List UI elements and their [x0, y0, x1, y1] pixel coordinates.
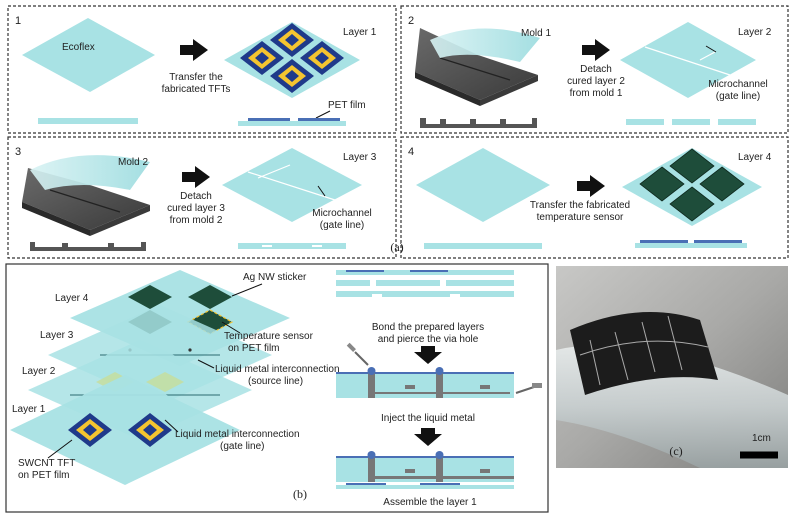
- step3-arrow-text-3: from mold 2: [170, 215, 223, 226]
- tft-label-1: SWCNT TFT: [18, 458, 75, 469]
- step2-arrow-text-1: Detach: [580, 64, 612, 75]
- gate-line-label-2: (gate line): [220, 441, 264, 452]
- stack-layer1: [10, 375, 240, 485]
- layer4-base-sheet: [416, 148, 550, 222]
- step2-layer-label: Layer 2: [738, 27, 772, 38]
- step1-arrow-text-1: Transfer the: [169, 72, 223, 83]
- tft-label-2: on PET film: [18, 470, 70, 481]
- arrow-bond: [414, 346, 442, 364]
- step2-arrow-text-2: cured layer 2: [567, 76, 625, 87]
- arrow-step3: [182, 166, 210, 188]
- caption-a: (a): [390, 240, 403, 254]
- layer4-cross-section: [635, 240, 747, 248]
- temp-sensor-label-2: on PET film: [228, 343, 280, 354]
- mold2-label: Mold 2: [118, 157, 148, 168]
- panel-a: 1 Ecoflex Transfer the fabricated TFTs L…: [7, 5, 789, 259]
- bond-text-1: Bond the prepared layers: [372, 322, 484, 333]
- layer2-sheet: [620, 22, 756, 98]
- step3-number: 3: [15, 146, 21, 158]
- pet-film-pointer: [315, 110, 331, 119]
- ag-nw-sticker-label: Ag NW sticker: [243, 272, 307, 283]
- step3-box: [7, 136, 397, 259]
- source-line-label-2: (source line): [248, 376, 303, 387]
- stack-layer4-label: Layer 4: [55, 293, 89, 304]
- step3-microchannel-2: (gate line): [320, 220, 364, 231]
- ecoflex-label: Ecoflex: [62, 42, 95, 53]
- step4-arrow-text-1: Transfer the fabricated: [530, 200, 630, 211]
- panel-b: Layer 4 Layer 3 Layer 2 Layer 1 Ag NW st…: [5, 263, 549, 513]
- caption-c: (c): [669, 444, 682, 458]
- step2-box: [400, 5, 789, 134]
- assemble-text: Assemble the layer 1: [383, 497, 477, 508]
- source-line-label-1: Liquid metal interconnection: [215, 364, 340, 375]
- syringe-top: [346, 342, 369, 366]
- step1-arrow-text-2: fabricated TFTs: [162, 84, 231, 95]
- layer4-base-cross-section: [424, 243, 542, 249]
- arrow-step2: [582, 39, 610, 61]
- arrow-step4: [577, 175, 605, 197]
- caption-b: (b): [293, 487, 307, 501]
- mold2: [22, 155, 150, 236]
- layer4-sheet: [622, 148, 762, 226]
- step4-layer-label: Layer 4: [738, 152, 772, 163]
- xsec-step3: [336, 451, 514, 489]
- step2-microchannel-1: Microchannel: [708, 79, 767, 90]
- layer3-cross-section: [238, 243, 346, 249]
- device-array: [570, 312, 718, 395]
- step3-arrow-text-1: Detach: [180, 191, 212, 202]
- arrow-step1: [180, 39, 208, 61]
- mold1-cross-section: [420, 118, 537, 128]
- pet-film-label: PET film: [328, 100, 366, 111]
- layer1-cross-section: [238, 121, 346, 126]
- layer1-sheet: [224, 22, 360, 98]
- step1-number: 1: [15, 15, 21, 27]
- panel-c-photo: 1cm (c): [556, 266, 788, 468]
- step1-layer-label: Layer 1: [343, 27, 377, 38]
- step1-box: [7, 5, 397, 134]
- step2-arrow-text-3: from mold 1: [570, 88, 623, 99]
- microchannel-pointer-2: [705, 45, 717, 53]
- step3-microchannel-1: Microchannel: [312, 208, 371, 219]
- gate-line-label-1: Liquid metal interconnection: [175, 429, 300, 440]
- step3-layer-label: Layer 3: [343, 152, 377, 163]
- stack-layer1-label: Layer 1: [12, 404, 46, 415]
- xsec-step1: [336, 270, 514, 297]
- layer2-cross-section: [626, 119, 756, 125]
- scale-bar-label: 1cm: [752, 433, 771, 444]
- ecoflex-cross-section: [38, 118, 138, 124]
- syringe-side: [515, 383, 542, 394]
- layer3-sheet: [222, 148, 362, 222]
- step4-box: [400, 136, 789, 259]
- step3-arrow-text-2: cured layer 3: [167, 203, 225, 214]
- mold1: [415, 28, 540, 106]
- stack-layer3-label: Layer 3: [40, 330, 74, 341]
- mold1-label: Mold 1: [521, 28, 551, 39]
- step4-number: 4: [408, 146, 414, 158]
- panel-b-frame: [5, 263, 549, 513]
- stack-layer2-label: Layer 2: [22, 366, 56, 377]
- arrow-inject: [414, 428, 442, 446]
- microchannel-pointer-3: [317, 185, 326, 197]
- inject-text: Inject the liquid metal: [381, 413, 475, 424]
- step2-microchannel-2: (gate line): [716, 91, 760, 102]
- step2-number: 2: [408, 15, 414, 27]
- mold2-cross-section: [30, 242, 146, 251]
- temp-sensor-label-1: Temperature sensor: [224, 331, 314, 342]
- bond-text-2: and pierce the via hole: [378, 334, 479, 345]
- step4-arrow-text-2: temperature sensor: [537, 212, 624, 223]
- xsec-step2: [336, 367, 514, 398]
- ecoflex-sheet: [22, 18, 155, 92]
